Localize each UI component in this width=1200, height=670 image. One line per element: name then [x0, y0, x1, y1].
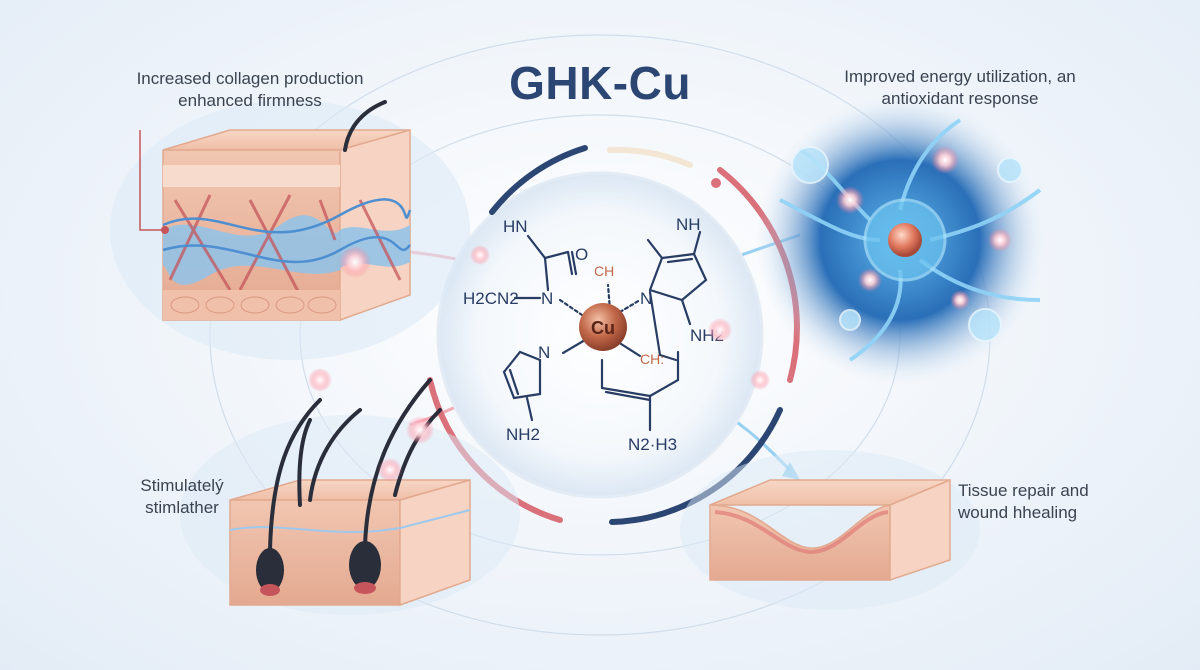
caption-energy-line-1: Improved energy utilization, an: [844, 67, 1076, 86]
label-h2cn2: H2CN2: [463, 289, 519, 308]
label-ch-top: CH: [594, 263, 614, 279]
caption-hair-line-1: Stimulatelý: [140, 476, 224, 495]
caption-energy: Improved energy utilization, an antioxid…: [820, 66, 1100, 110]
caption-tissue-line-2: wound hhealing: [958, 503, 1078, 522]
blue-arc-top: [489, 145, 588, 215]
collagen-skin-illustration: [110, 100, 470, 360]
copper-atom: Cu: [579, 303, 627, 351]
caption-tissue-repair: Tissue repair and wound hhealing: [958, 480, 1138, 524]
copper-label: Cu: [591, 318, 615, 338]
caption-collagen-line-2: enhanced firmness: [178, 91, 322, 110]
label-n2h3: N2·H3: [628, 435, 677, 454]
label-o-top: O: [575, 245, 588, 264]
caption-hair: Stimulatelý stimlather: [127, 475, 237, 519]
caption-collagen: Increased collagen production enhanced f…: [120, 68, 380, 112]
label-ch-right: CH:: [640, 351, 664, 367]
label-n-ring: N: [538, 343, 550, 362]
caption-collagen-line-1: Increased collagen production: [136, 69, 364, 88]
label-hn: HN: [503, 217, 528, 236]
label-nh-top-right: NH: [676, 215, 701, 234]
tissue-repair-illustration: [680, 450, 980, 610]
caption-energy-line-2: antioxidant response: [881, 89, 1039, 108]
page-title: GHK-Cu: [509, 57, 691, 109]
label-n-right: N: [640, 289, 652, 308]
caption-hair-line-2: stimlather: [145, 498, 219, 517]
label-n-left: N: [541, 289, 553, 308]
label-nh2-bottom: NH2: [506, 425, 540, 444]
caption-tissue-line-1: Tissue repair and: [958, 481, 1089, 500]
hair-follicle-illustration: [180, 378, 520, 615]
sparkles: [308, 245, 770, 482]
cell-network-illustration: [755, 95, 1045, 385]
molecule-bonds: [502, 230, 708, 432]
